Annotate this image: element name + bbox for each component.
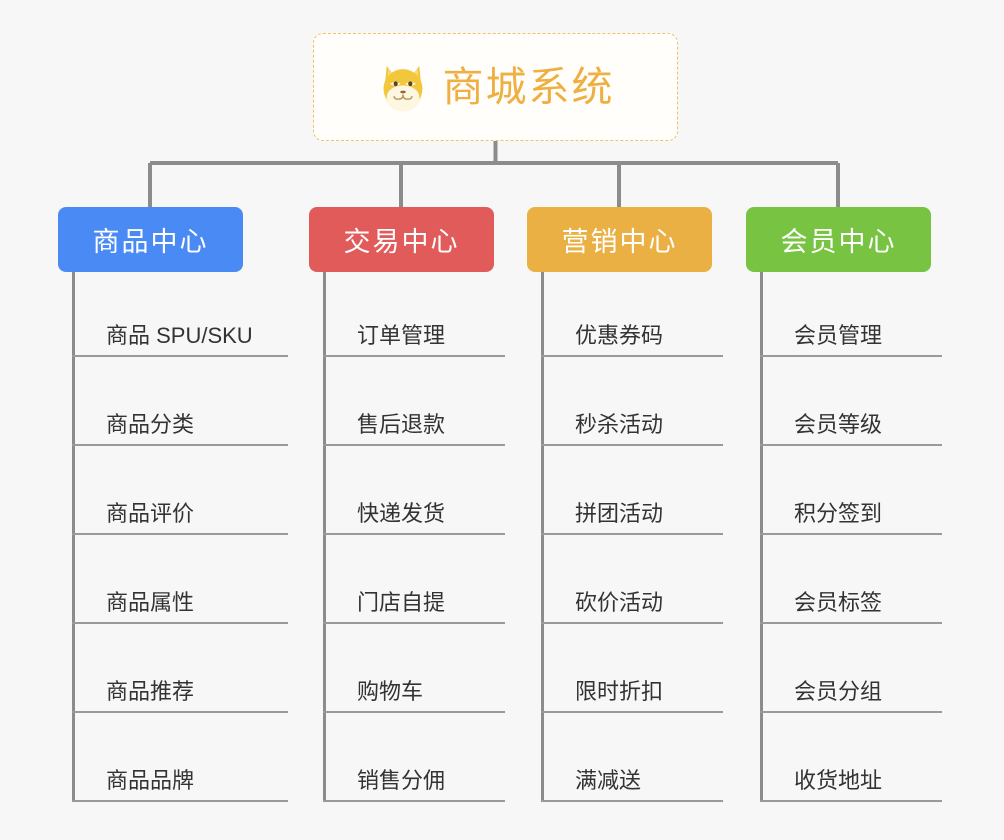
branch-column: 营销中心优惠券码秒杀活动拼团活动砍价活动限时折扣满减送 <box>527 207 723 810</box>
leaf-item[interactable]: 秒杀活动 <box>541 414 723 446</box>
leaf-item[interactable]: 砍价活动 <box>541 592 723 624</box>
root-node[interactable]: 商城系统 <box>313 33 678 141</box>
leaf-item[interactable]: 会员管理 <box>760 325 942 357</box>
leaf-item[interactable]: 满减送 <box>541 770 723 802</box>
branch-header-4[interactable]: 会员中心 <box>746 207 931 272</box>
leaf-item[interactable]: 优惠券码 <box>541 325 723 357</box>
leaf-item[interactable]: 销售分佣 <box>323 770 505 802</box>
leaf-item[interactable]: 商品评价 <box>72 503 288 535</box>
branch-column: 会员中心会员管理会员等级积分签到会员标签会员分组收货地址 <box>746 207 942 810</box>
leaf-item[interactable]: 商品 SPU/SKU <box>72 325 288 357</box>
leaf-item[interactable]: 订单管理 <box>323 325 505 357</box>
branch-trunk-line <box>541 272 544 802</box>
branch-trunk-line <box>760 272 763 802</box>
branch-header-3[interactable]: 营销中心 <box>527 207 712 272</box>
branch-item-list: 会员管理会员等级积分签到会员标签会员分组收货地址 <box>746 272 942 810</box>
leaf-item[interactable]: 购物车 <box>323 681 505 713</box>
branch-item-list: 商品 SPU/SKU 商品分类商品评价商品属性商品推荐商品品牌 <box>58 272 288 810</box>
branch-trunk-line <box>72 272 75 802</box>
branch-column: 交易中心订单管理售后退款快递发货门店自提购物车销售分佣 <box>309 207 505 810</box>
leaf-item[interactable]: 门店自提 <box>323 592 505 624</box>
leaf-item[interactable]: 限时折扣 <box>541 681 723 713</box>
leaf-item[interactable]: 拼团活动 <box>541 503 723 535</box>
leaf-item[interactable]: 商品属性 <box>72 592 288 624</box>
branch-item-list: 优惠券码秒杀活动拼团活动砍价活动限时折扣满减送 <box>527 272 723 810</box>
leaf-item[interactable]: 积分签到 <box>760 503 942 535</box>
leaf-item[interactable]: 收货地址 <box>760 770 942 802</box>
branch-header-1[interactable]: 商品中心 <box>58 207 243 272</box>
branch-header-2[interactable]: 交易中心 <box>309 207 494 272</box>
leaf-item[interactable]: 商品分类 <box>72 414 288 446</box>
root-label: 商城系统 <box>442 63 615 110</box>
leaf-item[interactable]: 快递发货 <box>323 503 505 535</box>
leaf-item[interactable]: 商品推荐 <box>72 681 288 713</box>
leaf-item[interactable]: 商品品牌 <box>72 770 288 802</box>
shiba-dog-face-icon <box>377 61 429 113</box>
leaf-item[interactable]: 会员分组 <box>760 681 942 713</box>
leaf-item[interactable]: 会员等级 <box>760 414 942 446</box>
branch-item-list: 订单管理售后退款快递发货门店自提购物车销售分佣 <box>309 272 505 810</box>
branch-trunk-line <box>323 272 326 802</box>
leaf-item[interactable]: 售后退款 <box>323 414 505 446</box>
branch-column: 商品中心商品 SPU/SKU 商品分类商品评价商品属性商品推荐商品品牌 <box>58 207 288 810</box>
leaf-item[interactable]: 会员标签 <box>760 592 942 624</box>
